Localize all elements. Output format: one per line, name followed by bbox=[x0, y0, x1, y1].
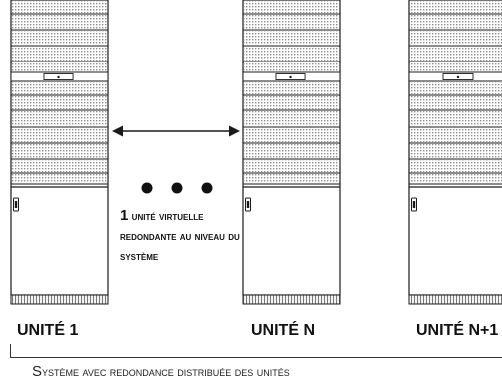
battery-module bbox=[244, 62, 339, 71]
ups-cabinet-unit-n bbox=[242, 0, 341, 305]
power-module bbox=[244, 174, 339, 183]
cabinet-base bbox=[408, 294, 502, 305]
power-module bbox=[410, 96, 502, 109]
power-module bbox=[410, 82, 502, 94]
redundant-unit-note: 1 unité virtuelle redondante au niveau d… bbox=[120, 206, 240, 266]
door-latch bbox=[14, 201, 18, 208]
power-module bbox=[410, 144, 502, 158]
power-module bbox=[244, 82, 339, 94]
power-module bbox=[410, 111, 502, 126]
battery-module bbox=[410, 62, 502, 71]
power-module bbox=[12, 111, 107, 126]
battery-module bbox=[410, 47, 502, 61]
caption-initial: S bbox=[32, 363, 43, 380]
power-module bbox=[410, 160, 502, 172]
battery-module bbox=[12, 1, 107, 13]
battery-module bbox=[12, 31, 107, 45]
redundant-unit-text: unité virtuelle redondante au niveau du … bbox=[120, 209, 240, 263]
redundant-unit-count: 1 bbox=[120, 207, 129, 224]
power-module bbox=[410, 174, 502, 183]
battery-module bbox=[12, 47, 107, 61]
ups-cabinet-unit-n-plus-1 bbox=[408, 0, 502, 305]
power-module bbox=[244, 128, 339, 142]
battery-module bbox=[12, 15, 107, 29]
battery-module bbox=[410, 1, 502, 13]
diagram-caption: Système avec redondance distribuée des u… bbox=[32, 364, 502, 380]
door-latch bbox=[246, 201, 250, 208]
cabinet-base bbox=[10, 294, 109, 305]
power-module bbox=[12, 96, 107, 109]
unit-n-label: UNITÉ N bbox=[251, 322, 315, 339]
battery-module bbox=[410, 31, 502, 45]
status-led-icon bbox=[456, 75, 460, 79]
battery-module bbox=[244, 1, 339, 13]
power-module bbox=[12, 160, 107, 172]
power-module bbox=[244, 160, 339, 172]
power-module bbox=[12, 144, 107, 158]
ellipsis-dots-icon bbox=[141, 182, 213, 194]
battery-module bbox=[244, 15, 339, 29]
caption-bracket bbox=[10, 344, 502, 358]
power-module bbox=[12, 174, 107, 183]
unit-1-label: UNITÉ 1 bbox=[17, 322, 79, 339]
door-latch bbox=[412, 201, 416, 208]
power-module bbox=[244, 144, 339, 158]
power-module bbox=[244, 96, 339, 109]
caption-text: ystème avec redondance distribuée des un… bbox=[42, 365, 290, 379]
power-module bbox=[12, 82, 107, 94]
status-led-icon bbox=[289, 75, 292, 79]
cabinet-base bbox=[242, 294, 341, 305]
unit-n-plus-1-label: UNITÉ N+1 bbox=[416, 322, 499, 339]
battery-module bbox=[12, 62, 107, 71]
battery-module bbox=[244, 47, 339, 61]
ups-cabinet-unit-1 bbox=[10, 0, 109, 305]
battery-module bbox=[410, 15, 502, 29]
double-arrow-icon bbox=[112, 125, 240, 137]
power-module bbox=[244, 111, 339, 126]
power-module bbox=[12, 128, 107, 142]
battery-module bbox=[244, 31, 339, 45]
status-led-icon bbox=[57, 75, 60, 79]
power-module bbox=[410, 128, 502, 142]
